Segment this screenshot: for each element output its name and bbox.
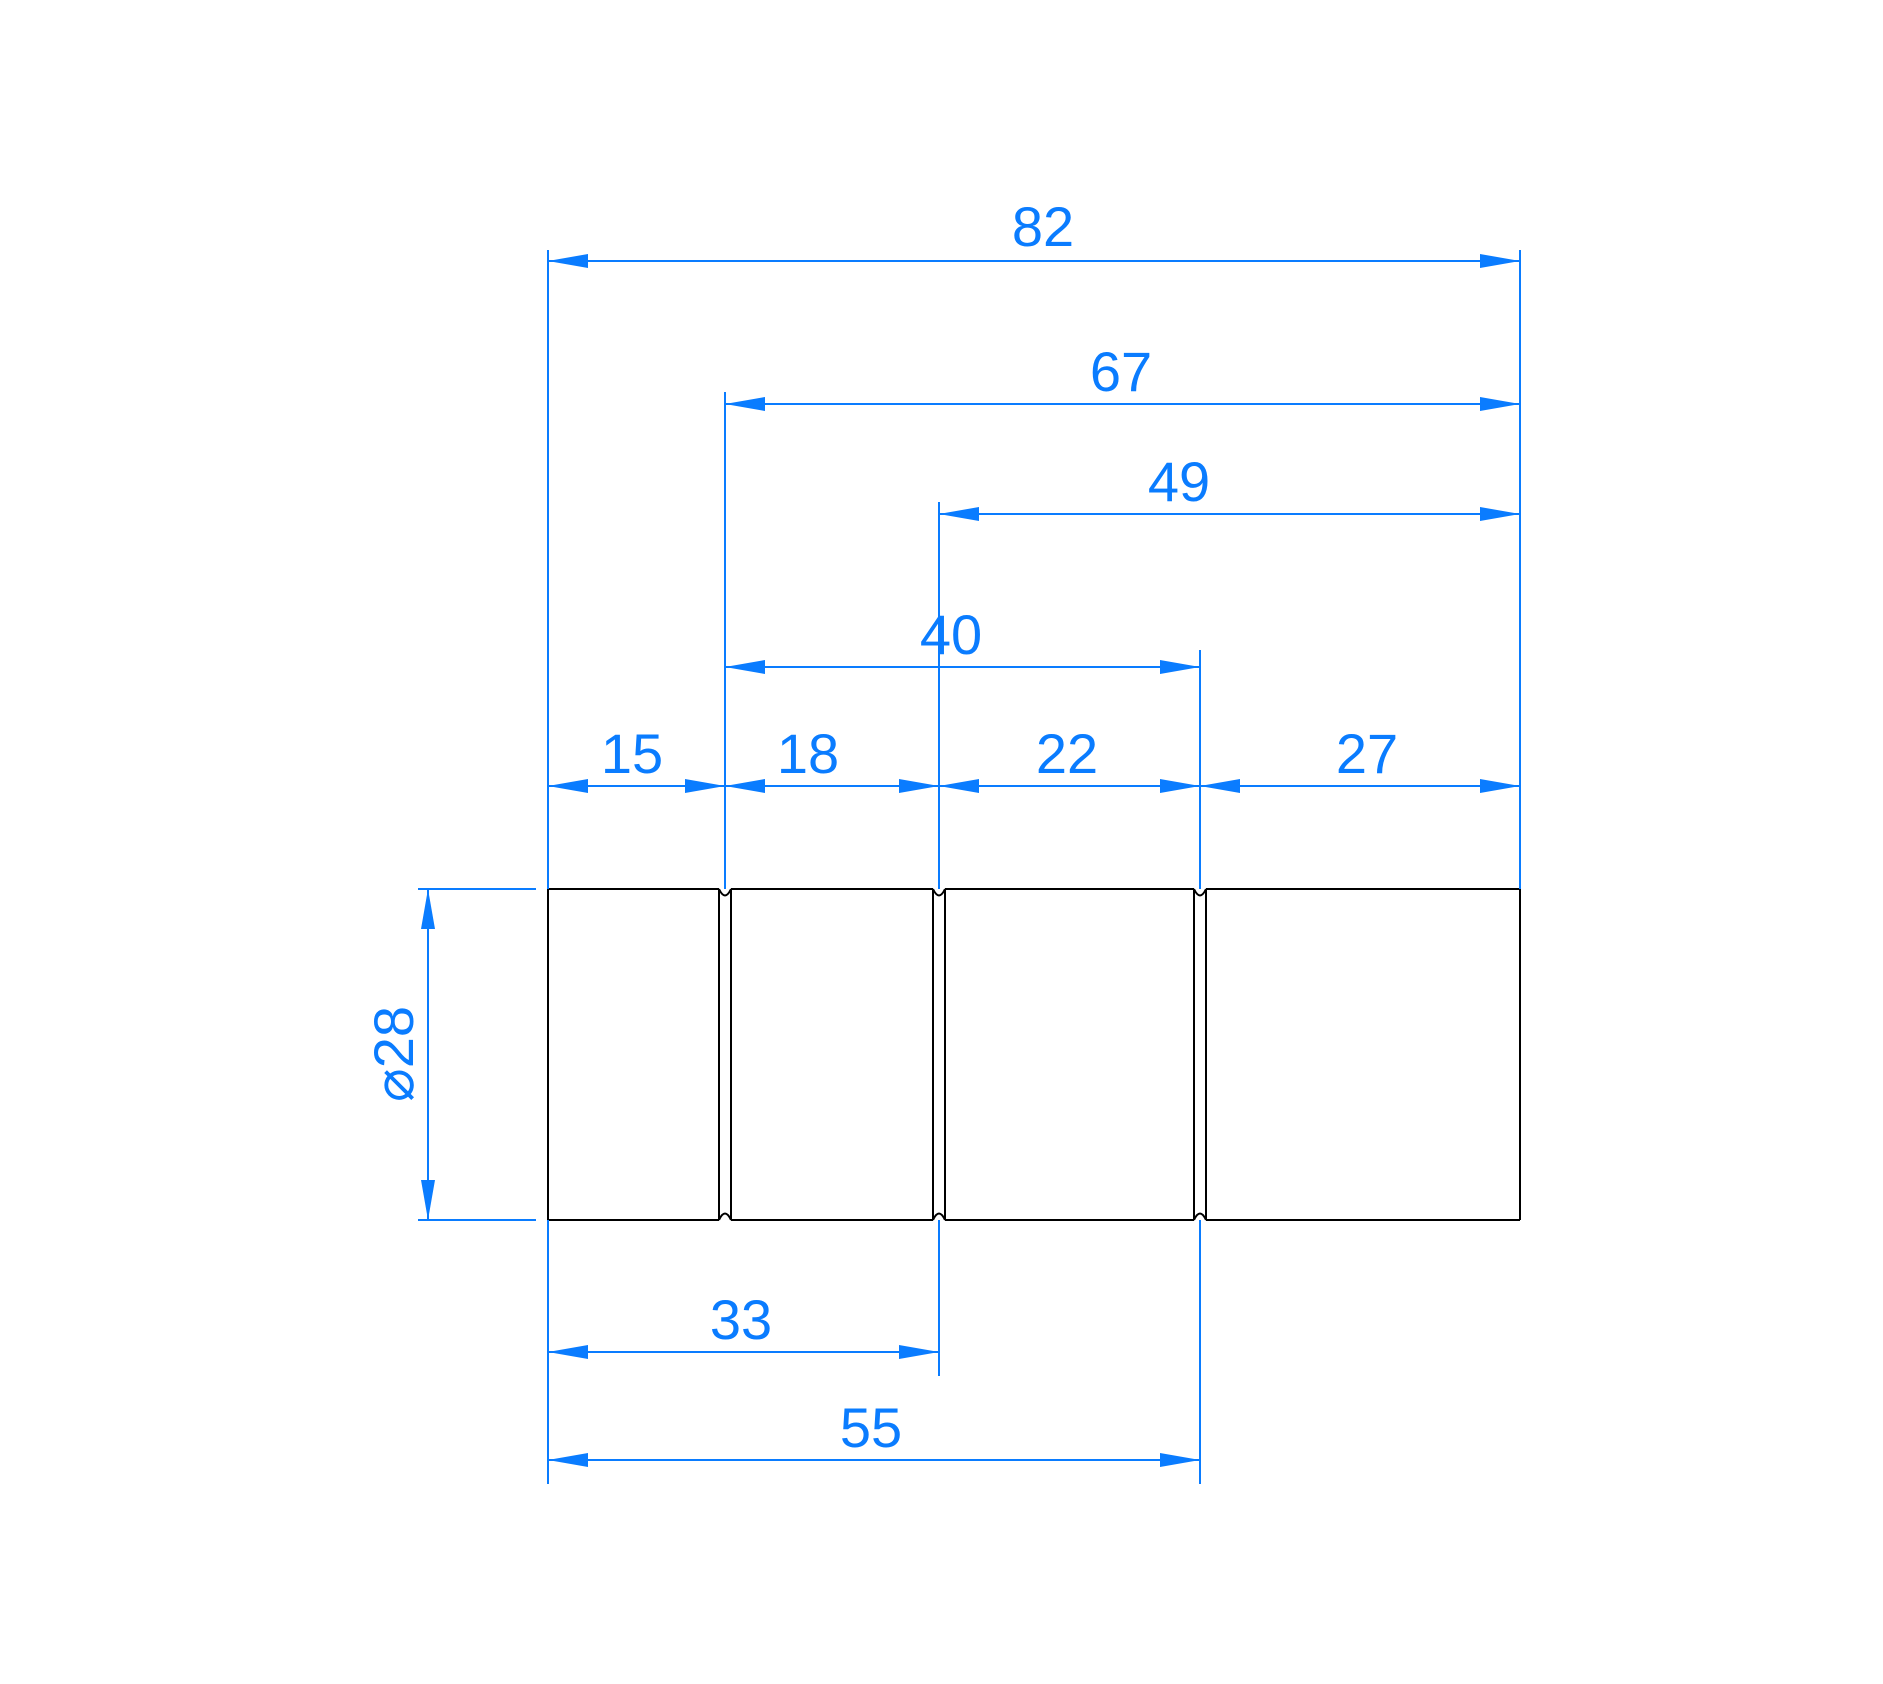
label-67: 67 — [1090, 340, 1152, 403]
extension-lines — [418, 250, 1521, 1484]
groove-1 — [718, 888, 732, 1221]
segment-2 — [731, 888, 934, 1221]
dimension-labels: 82 67 49 40 15 18 22 27 33 55 ⌀28 — [362, 195, 1398, 1459]
label-15: 15 — [601, 722, 663, 785]
part-outline — [547, 888, 1521, 1221]
label-27: 27 — [1336, 722, 1398, 785]
label-18: 18 — [777, 722, 839, 785]
label-33: 33 — [710, 1288, 772, 1351]
label-55: 55 — [840, 1396, 902, 1459]
label-22: 22 — [1036, 722, 1098, 785]
dimension-lines — [421, 254, 1520, 1467]
label-49: 49 — [1148, 450, 1210, 513]
label-diameter: ⌀28 — [362, 1006, 425, 1102]
label-82: 82 — [1012, 195, 1074, 258]
groove-3 — [1193, 888, 1207, 1221]
segment-3 — [945, 888, 1195, 1221]
segment-4 — [1206, 888, 1521, 1221]
segment-1 — [547, 888, 720, 1221]
label-40: 40 — [920, 603, 982, 666]
groove-2 — [932, 888, 946, 1221]
